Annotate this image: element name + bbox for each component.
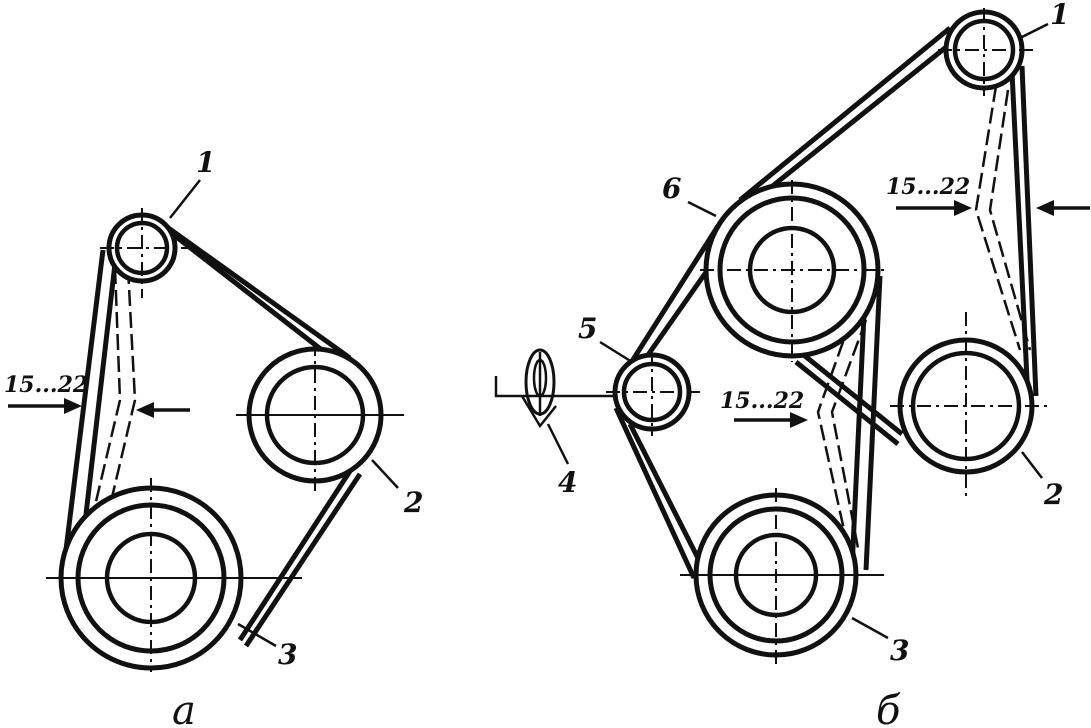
label-2-a: 2 bbox=[403, 486, 423, 519]
deflection-label-b-upper: 15...22 bbox=[886, 174, 970, 200]
caption-a: а bbox=[172, 688, 196, 728]
label-1-a: 1 bbox=[196, 146, 215, 179]
label-3-a: 3 bbox=[278, 638, 297, 671]
label-1-b: 1 bbox=[1050, 0, 1069, 31]
label-4-b: 4 bbox=[558, 466, 577, 499]
bracket-4-b bbox=[494, 348, 614, 429]
label-5-b: 5 bbox=[578, 312, 597, 345]
leader-3-b bbox=[851, 616, 889, 640]
leader-3-a bbox=[237, 622, 277, 648]
diagram-a: 1 2 3 15...22 а bbox=[4, 146, 423, 728]
label-2-b: 2 bbox=[1043, 478, 1063, 511]
pulley-6-b bbox=[700, 180, 886, 362]
belt-a bbox=[61, 219, 363, 648]
leader-1-b bbox=[1019, 22, 1049, 40]
pulley-1-a bbox=[100, 208, 188, 298]
deflection-label-b-lower: 15...22 bbox=[720, 388, 804, 414]
belt-slack-b-lower bbox=[816, 299, 860, 549]
deflection-arrows-a bbox=[8, 398, 190, 418]
label-3-b: 3 bbox=[890, 634, 909, 667]
pulley-3-a bbox=[46, 478, 302, 672]
caption-b: б bbox=[876, 688, 901, 728]
deflection-label-a: 15...22 bbox=[4, 372, 88, 398]
leader-4-b bbox=[546, 423, 570, 465]
leader-1-a bbox=[169, 179, 201, 219]
label-6-b: 6 bbox=[662, 172, 681, 205]
belt-slack-b-lower-2 bbox=[830, 319, 868, 549]
leader-6-b bbox=[687, 200, 717, 218]
pulley-2-a bbox=[236, 342, 404, 492]
leader-5-b bbox=[599, 340, 633, 364]
belt-slack-b-upper bbox=[974, 85, 1022, 351]
pulley-1-b bbox=[938, 8, 1034, 96]
roller-5-b bbox=[606, 350, 700, 436]
deflection-arrows-b bbox=[734, 200, 1090, 428]
leader-2-a bbox=[371, 459, 399, 489]
belt-b-upper bbox=[738, 26, 1039, 446]
leader-2-b bbox=[1021, 451, 1043, 479]
belt-slack-b-upper-2 bbox=[988, 89, 1032, 351]
diagram-b: 1 2 3 4 5 6 15...22 15...22 б bbox=[494, 0, 1090, 728]
pulley-3-b bbox=[680, 488, 884, 668]
pulley-2-b bbox=[890, 312, 1048, 500]
belt-slack-a bbox=[83, 267, 122, 549]
